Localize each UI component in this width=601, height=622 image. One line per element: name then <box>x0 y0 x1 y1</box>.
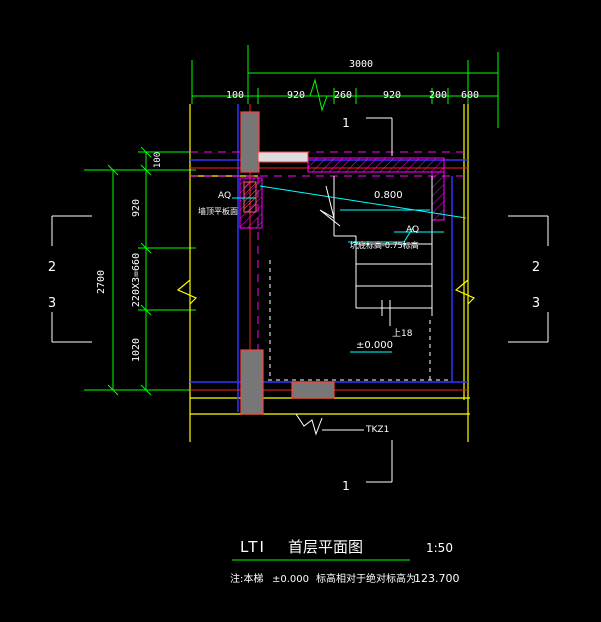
blue-lines <box>190 104 468 412</box>
beam-top <box>257 151 309 163</box>
top-dim-seg-2: 920 <box>287 90 305 101</box>
top-dim-seg-1: 100 <box>226 90 244 101</box>
cyan-lines <box>232 185 467 353</box>
section-mark-right-lower: 3 <box>532 296 540 311</box>
left-dim-seg-2: 920 <box>131 199 142 217</box>
section-cuts <box>51 117 549 483</box>
magenta-lines <box>190 151 468 380</box>
red-lines <box>190 104 468 412</box>
title-name: 首层平面图 <box>288 538 363 556</box>
top-dimension <box>191 45 499 128</box>
label-column-tag: TKZ1 <box>365 425 389 435</box>
top-dim-total: 3000 <box>349 59 373 70</box>
stair-hidden-lines <box>268 260 452 381</box>
top-dim-seg-5: 200 <box>429 90 447 101</box>
section-mark-left-lower: 3 <box>48 296 56 311</box>
label-pit-note: 坑底标高-0.75标高 <box>350 240 419 250</box>
stair-treads <box>333 176 433 326</box>
column-bottom-left <box>240 349 264 415</box>
section-mark-bottom: 1 <box>342 479 350 493</box>
section-mark-left-upper: 2 <box>48 260 56 275</box>
label-up: 上18 <box>392 328 413 339</box>
title-scale: 1:50 <box>426 541 453 555</box>
column-top-left <box>240 111 260 173</box>
section-mark-right-upper: 2 <box>532 260 540 275</box>
left-dim-total: 2700 <box>96 270 107 294</box>
note-elev: ±0.000 <box>272 574 309 585</box>
label-floor-elev: ±0.000 <box>356 340 393 351</box>
section-mark-top: 1 <box>342 116 350 130</box>
landing-walls <box>239 157 445 229</box>
note-value: 123.700 <box>414 572 460 585</box>
note-text: 标高相对于绝对标高为 <box>316 572 416 585</box>
note-prefix: 注:本梯 <box>230 572 263 585</box>
label-aq-right: AQ <box>406 225 419 235</box>
left-dim-seg-4: 1020 <box>131 338 142 362</box>
left-dim-seg-3: 220X3=660 <box>131 253 142 307</box>
top-dim-seg-3: 260 <box>334 90 352 101</box>
column-tkz1 <box>291 381 335 399</box>
left-dim-seg-1: 100 <box>153 152 163 168</box>
title-code: LTI <box>240 538 266 556</box>
label-aq-left: AQ <box>218 191 231 201</box>
top-dim-seg-6: 600 <box>461 90 479 101</box>
top-dim-seg-4: 920 <box>383 90 401 101</box>
label-wall-note: 墙顶平板面 <box>198 206 238 216</box>
label-landing-elev: 0.800 <box>374 190 403 201</box>
left-dimension <box>84 146 210 396</box>
